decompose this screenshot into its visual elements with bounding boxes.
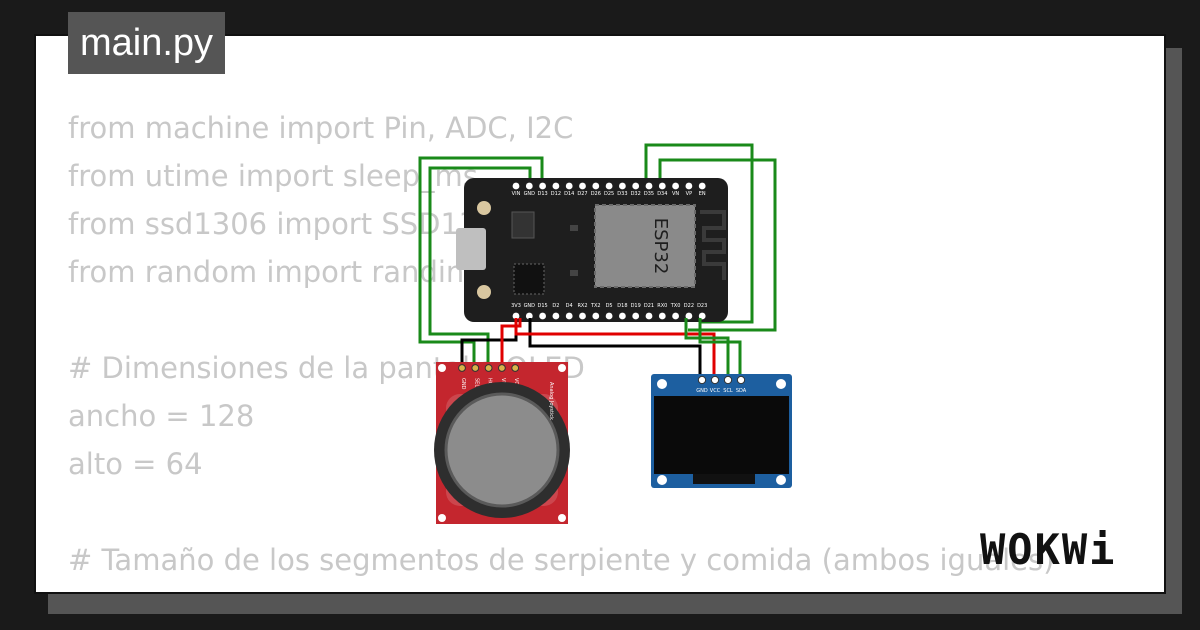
oled-pin-scl[interactable] [723,375,733,385]
joystick-pin-label: VCC [513,378,519,389]
esp32-pin-label: D18 [617,303,627,309]
esp32-pin-3v3[interactable] [512,312,520,320]
esp32-pin-label: D25 [604,191,614,197]
oled-pin-label: GND [696,388,708,394]
esp32-pin-d26[interactable] [592,182,600,190]
oled-pin-label: SDA [736,388,747,394]
esp32-pin-label: D19 [631,303,641,309]
esp32-pin-label: D34 [657,191,667,197]
esp32-pin-label: D32 [631,191,641,197]
esp32-pin-d34[interactable] [658,182,666,190]
esp32-pin-label: D5 [606,303,613,309]
esp32-pin-label: D15 [537,303,547,309]
wire-vcc-joystick [500,318,522,372]
oled-pin-label: VCC [710,388,721,394]
esp32-pin-label: D35 [644,191,654,197]
esp32-pin-label: TX0 [670,303,681,309]
oled-pin-vcc[interactable] [710,375,720,385]
joystick-pin-label: SEL [473,378,479,387]
esp32-pin-d22[interactable] [685,312,693,320]
analog-joystick[interactable]: GNDSELHORZVERTVCC Analog Joystick [434,362,570,524]
esp32-pin-label: VIN [512,191,521,197]
esp32-pin-rx2[interactable] [579,312,586,320]
file-tab[interactable]: main.py [68,12,226,74]
joystick-pin-vcc[interactable] [511,364,520,372]
esp32-pin-d2[interactable] [552,312,560,320]
esp32-pin-label: D33 [617,191,627,197]
esp32-pin-d33[interactable] [619,182,626,190]
wire-sda [698,318,742,376]
esp32-pin-label: D22 [684,303,694,309]
esp32-pin-vn[interactable] [672,182,679,190]
esp32-pin-label: 3V3 [511,303,521,309]
esp32-pin-d32[interactable] [632,182,640,190]
esp32-pin-gnd[interactable] [525,312,533,320]
antenna-trace [700,210,726,280]
wire-gnd-oled [528,318,702,376]
esp32-pin-label: VP [686,191,692,197]
esp32-pin-en[interactable] [698,182,706,190]
esp32-pin-d19[interactable] [632,312,640,320]
wire-sel [644,143,754,324]
esp32-pin-d18[interactable] [619,312,626,320]
wokwi-logo: WOKWi [980,526,1116,574]
esp32-pin-d12[interactable] [552,182,560,190]
esp32-pin-label: GND [524,303,536,309]
esp32-pin-d14[interactable] [565,182,573,190]
esp32-pin-d5[interactable] [605,312,613,320]
esp32-pin-tx2[interactable] [592,312,600,320]
esp32-pin-d23[interactable] [698,312,706,320]
usb-port [456,228,486,270]
wire-aux [658,158,777,332]
en-button[interactable] [477,201,491,215]
esp32-pin-label: D2 [552,303,559,309]
esp32-pin-label: D21 [644,303,654,309]
oled-screen [654,396,789,474]
joystick-title: Analog Joystick [548,382,554,420]
esp32-pin-rx0[interactable] [658,312,666,320]
oled-pin-sda[interactable] [736,375,746,385]
esp32-pin-label: D14 [564,191,574,197]
esp32-pin-label: D4 [566,303,573,309]
esp32-pin-label: RX0 [657,303,667,309]
boot-button[interactable] [477,285,491,299]
esp32-pin-label: D26 [591,191,601,197]
joystick-pin-sel[interactable] [471,364,480,372]
esp32-pin-label: TX2 [590,303,601,309]
wire-vert [418,156,544,372]
esp32-pin-d35[interactable] [645,182,653,190]
esp32-pin-d27[interactable] [579,182,586,190]
esp32-pin-d25[interactable] [605,182,613,190]
joystick-pin-horz[interactable] [484,364,493,372]
esp32-pin-gnd[interactable] [525,182,533,190]
code-preview: from machine import Pin, ADC, I2C from u… [68,111,1055,592]
esp32-pin-label: D23 [697,303,707,309]
esp32-pin-label: VN [672,191,679,197]
joystick-pin-gnd[interactable] [458,364,466,372]
esp32-pin-label: EN [699,191,706,197]
wire-scl [684,318,730,376]
esp32-pin-vin[interactable] [512,182,520,190]
esp32-pin-vp[interactable] [685,182,693,190]
wokwi-logo-text: WOKWi [980,526,1116,574]
oled-pin-gnd[interactable] [697,375,707,385]
esp32-pin-label: D12 [551,191,561,197]
esp32-pin-label: GND [524,191,536,197]
esp32-pin-label: D13 [537,191,547,197]
esp32-pin-tx0[interactable] [672,312,679,320]
joystick-pin-label: GND [460,378,466,390]
joystick-pin-vert[interactable] [498,364,506,372]
esp32-pin-d21[interactable] [645,312,653,320]
esp32-pin-label: RX2 [577,303,587,309]
oled-pin-label: SCL [723,388,733,394]
esp32-pin-d4[interactable] [565,312,573,320]
esp32-pin-d15[interactable] [539,312,546,320]
chip-label: ESP32 [650,218,671,275]
esp32-pin-label: D27 [577,191,587,197]
esp32-pin-d13[interactable] [539,182,546,190]
joystick-knob[interactable] [444,392,560,508]
